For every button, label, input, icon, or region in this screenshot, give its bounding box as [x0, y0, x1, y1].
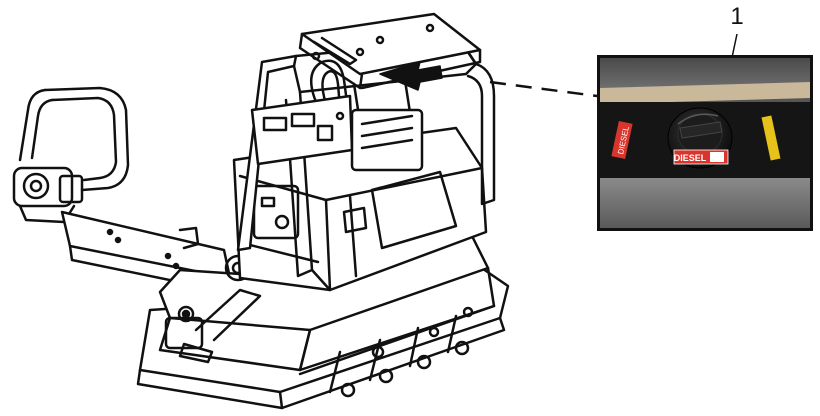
left-diesel-label: DIESEL	[611, 120, 633, 160]
svg-text:DIESEL: DIESEL	[674, 153, 707, 163]
direction-arrow	[379, 61, 443, 91]
plate-compactor-illustration	[12, 12, 510, 410]
callout-number: 1	[730, 3, 744, 30]
fuel-cap-inset: DIESEL DIESEL	[597, 55, 813, 231]
control-panel	[250, 94, 424, 172]
top-cover	[298, 12, 482, 112]
fuel-cap-photo: DIESEL DIESEL	[600, 58, 810, 228]
fuel-cap-grip	[679, 121, 723, 139]
warning-label-yellow	[761, 115, 781, 161]
diesel-label: DIESEL	[673, 149, 729, 165]
guide-handle	[12, 86, 130, 224]
